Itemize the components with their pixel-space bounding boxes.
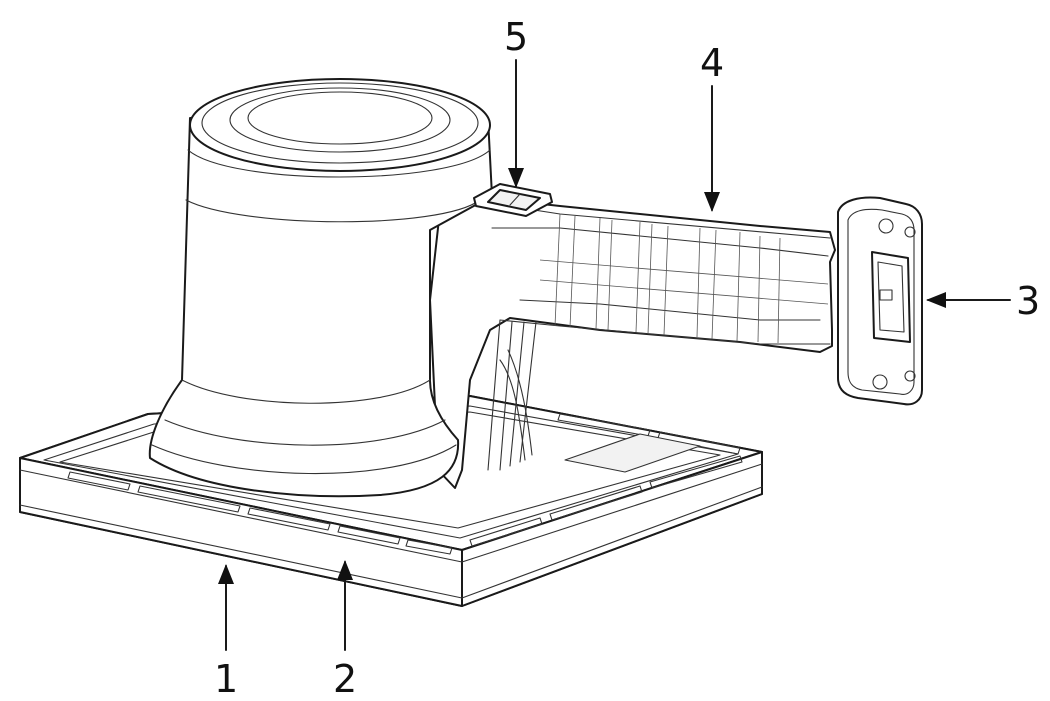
svg-text:3: 3 [1016,279,1040,323]
cylinder-body [148,78,493,498]
callout-5: 5 [504,15,528,188]
grip-grooves [539,213,829,344]
callout-3: 3 [926,279,1040,323]
handle [429,195,836,489]
callout-2: 2 [333,560,357,701]
svg-text:5: 5 [504,15,528,59]
callout-4: 4 [700,41,724,212]
rocker-switch [473,183,553,217]
svg-text:4: 4 [700,41,724,85]
svg-text:2: 2 [333,657,357,701]
svg-text:1: 1 [214,657,238,701]
power-socket [837,196,923,406]
callout-1: 1 [214,564,238,701]
